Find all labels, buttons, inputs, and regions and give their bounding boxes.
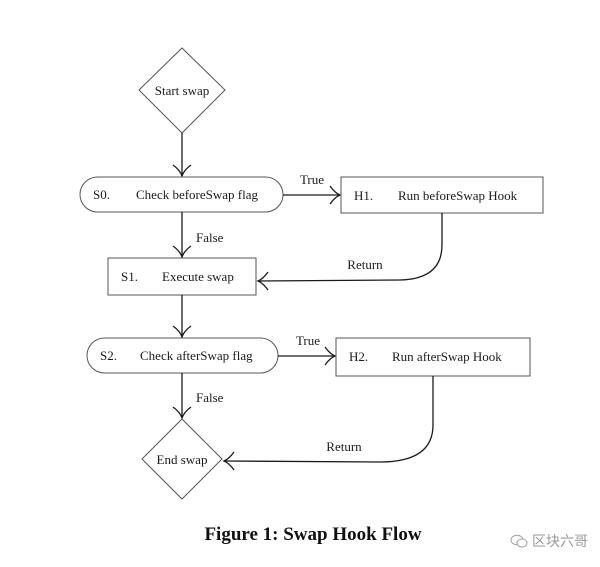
arrowhead-icon <box>172 245 192 260</box>
edge-s0-to-s1: False <box>172 212 224 260</box>
h1-label: Run beforeSwap Hook <box>398 188 518 203</box>
s0-id: S0. <box>93 187 110 202</box>
edge-h1-to-s1: Return <box>256 213 443 291</box>
edge-label-false: False <box>196 230 224 245</box>
end-diamond <box>141 418 223 500</box>
edge-s2-to-end: False <box>172 373 224 421</box>
arrowhead-icon <box>222 451 235 471</box>
s1-label: Execute swap <box>162 269 234 284</box>
edge-label-true: True <box>296 333 320 348</box>
arrowhead-icon <box>172 406 192 421</box>
h2-box <box>335 337 531 377</box>
start-node: Start swap <box>138 47 226 134</box>
s2-node: S2. Check afterSwap flag <box>86 337 279 374</box>
end-label: End swap <box>157 452 208 467</box>
edge-label-return: Return <box>347 257 383 272</box>
s1-id: S1. <box>121 269 138 284</box>
s0-label: Check beforeSwap flag <box>136 187 259 202</box>
h1-node: H1. Run beforeSwap Hook <box>340 176 544 214</box>
s0-node: S0. Check beforeSwap flag <box>79 176 284 213</box>
watermark-text: 区块六哥 <box>532 534 588 550</box>
arrowhead-icon <box>172 325 192 340</box>
h2-label: Run afterSwap Hook <box>392 349 502 364</box>
watermark: 区块六哥 <box>510 531 588 551</box>
edge-label-return: Return <box>326 439 362 454</box>
start-label: Start swap <box>155 83 210 98</box>
edge-label-true: True <box>300 172 324 187</box>
edge-s1-to-s2 <box>172 295 192 340</box>
s2-id: S2. <box>100 348 117 363</box>
edge-s2-to-h2: True <box>278 333 337 366</box>
s2-label: Check afterSwap flag <box>140 348 253 363</box>
end-node: End swap <box>141 418 223 500</box>
figure-caption: Figure 1: Swap Hook Flow <box>204 524 422 545</box>
arrowhead-icon <box>172 164 192 179</box>
h1-box <box>340 176 544 214</box>
h2-node: H2. Run afterSwap Hook <box>335 337 531 377</box>
edge-label-false: False <box>196 390 224 405</box>
arrowhead-icon <box>256 271 269 291</box>
h1-id: H1. <box>354 188 373 203</box>
s1-box <box>107 257 257 296</box>
edge-start-to-s0 <box>172 133 192 179</box>
edge-h2-to-end: Return <box>222 376 434 471</box>
edge-s0-to-h1: True <box>283 172 342 205</box>
arrowhead-icon <box>324 346 337 366</box>
s1-node: S1. Execute swap <box>107 257 257 296</box>
arrowhead-icon <box>329 185 342 205</box>
wechat-icon <box>510 534 528 548</box>
h2-id: H2. <box>349 349 368 364</box>
